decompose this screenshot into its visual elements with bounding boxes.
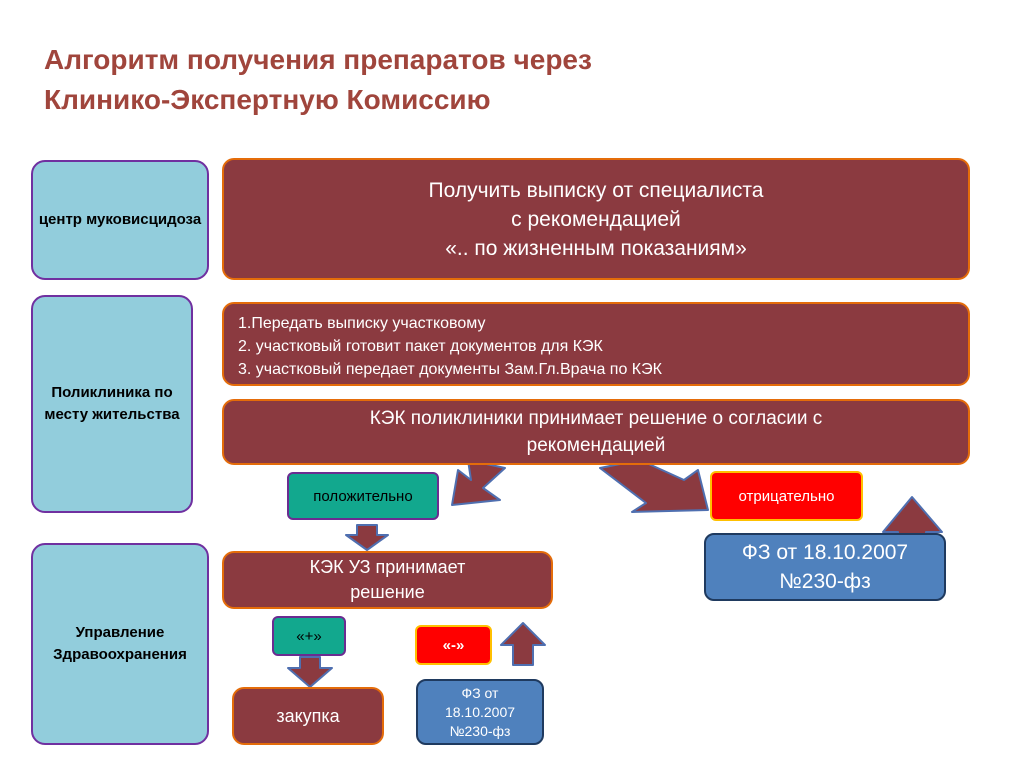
step-kek-decision: КЭК поликлиники принимает решение о согл… (222, 399, 970, 465)
law-small-line-2: 18.10.2007 (444, 703, 516, 720)
step1-line-1: Получить выписку от специалиста (428, 178, 764, 202)
step-transfer-list: 1.Передать выписку участковому 2. участк… (222, 302, 970, 386)
positive-badge: положительно (287, 472, 439, 520)
minus-label: «-» (442, 636, 465, 654)
step2-line-3: 3. участковый передает документы Зам.Гл.… (238, 361, 662, 378)
title-line-2: Клинико-Экспертную Комиссию (44, 84, 491, 115)
step3-line-1: КЭК поликлиники принимает решение о согл… (369, 408, 823, 429)
side-clinic-label: Поликлиника по месту жительства (44, 384, 180, 423)
kek-uz-line-1: КЭК УЗ принимает (309, 557, 466, 577)
side-clinic: Поликлиника по месту жительства (31, 295, 193, 513)
law-main-line-1: ФЗ от 18.10.2007 (741, 541, 909, 564)
positive-label: положительно (313, 487, 413, 505)
law-box-main: ФЗ от 18.10.2007 №230-фз (704, 533, 946, 601)
step3-line-2: рекомендацией (526, 435, 666, 456)
plus-label: «+» (296, 627, 322, 645)
law-box-small: ФЗ от 18.10.2007 №230-фз (416, 679, 544, 745)
arrow-to-positive (451, 459, 506, 506)
kek-uz-decision: КЭК УЗ принимает решение (222, 551, 553, 609)
side-center-label: центр муковисцидоза (38, 211, 202, 228)
purchase-label: закупка (276, 705, 340, 726)
side-health: Управление Здравоохранения (31, 543, 209, 745)
step-get-extract: Получить выписку от специалиста с рекоме… (222, 158, 970, 280)
purchase-box: закупка (232, 687, 384, 745)
law-small-line-3: №230-фз (449, 722, 511, 739)
step2-line-1: 1.Передать выписку участковому (238, 315, 486, 332)
arrow-up-minus (500, 622, 546, 666)
minus-badge: «-» (415, 625, 492, 665)
negative-label: отрицательно (738, 487, 835, 505)
negative-badge: отрицательно (710, 471, 863, 521)
step2-line-2: 2. участковый готовит пакет документов д… (238, 338, 603, 355)
arrow-down-plus (287, 656, 333, 688)
law-small-line-1: ФЗ от (461, 684, 499, 701)
arrow-to-negative (599, 459, 709, 513)
title-line-1: Алгоритм получения препаратов через (44, 44, 592, 75)
kek-uz-line-2: решение (350, 582, 425, 602)
side-health-label: Управление Здравоохранения (53, 624, 187, 663)
page-title: Алгоритм получения препаратов через Клин… (44, 40, 944, 120)
law-main-line-2: №230-фз (779, 570, 871, 593)
arrow-down-positive (345, 524, 389, 551)
step1-line-3: «.. по жизненным показаниям» (445, 236, 747, 260)
plus-badge: «+» (272, 616, 346, 656)
step1-line-2: с рекомендацией (511, 207, 681, 231)
side-center: центр муковисцидоза (31, 160, 209, 280)
